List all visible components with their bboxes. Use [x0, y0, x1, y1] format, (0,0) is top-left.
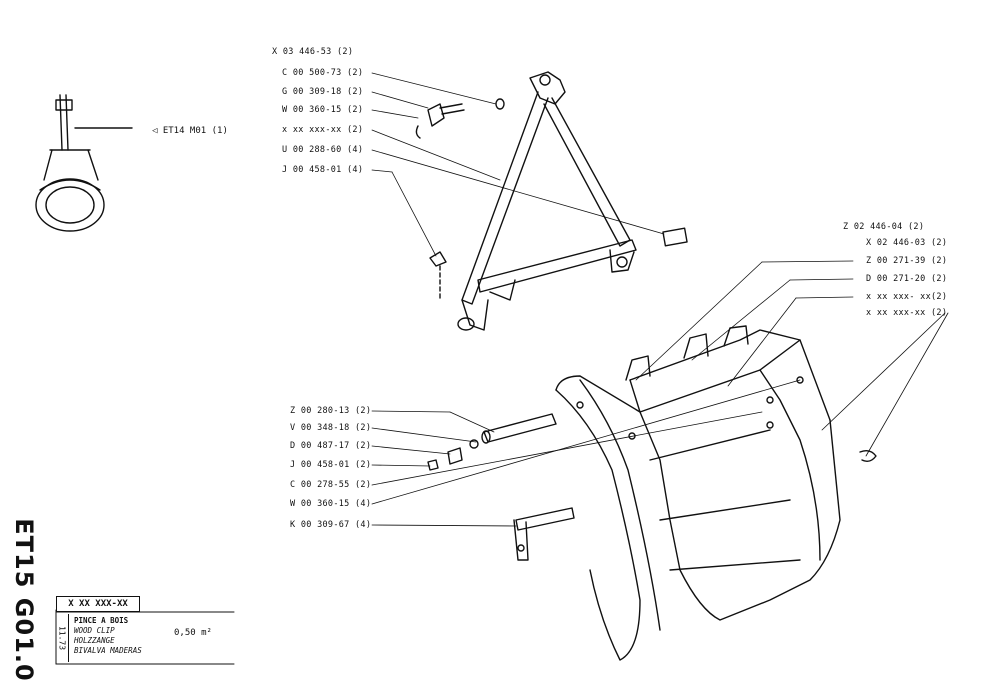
a-frame	[457, 71, 637, 331]
date-text: 11.73	[57, 625, 67, 651]
part-label: G 00 309-18 (2)	[282, 87, 364, 97]
part-label: X 02 446-03 (2)	[866, 238, 948, 248]
part-label: x xx xxx-xx (2)	[282, 125, 364, 135]
name-es: BIVALVA MADERAS	[74, 646, 142, 655]
frame-parts	[415, 98, 688, 299]
name-de: HOLZZANGE	[74, 636, 115, 645]
part-label: X 03 446-53 (2)	[272, 47, 354, 57]
part-label: J 00 458-01 (4)	[282, 165, 364, 175]
part-label: V 00 348-18 (2)	[290, 423, 372, 433]
part-label: W 00 360-15 (4)	[290, 499, 372, 509]
part-label: C 00 500-73 (2)	[282, 68, 364, 78]
sheet-code: ET15 G01.0	[4, 518, 44, 681]
part-label: D 00 487-17 (2)	[290, 441, 372, 451]
triangle-marker-icon: ◁	[152, 126, 158, 136]
part-label: Z 00 280-13 (2)	[290, 406, 372, 416]
part-label: x xx xxx-xx (2)	[866, 308, 948, 318]
part-label: J 00 458-01 (2)	[290, 460, 372, 470]
volume-value: 0,50 m²	[174, 628, 212, 638]
reference-text: ET14 M01 (1)	[162, 126, 228, 136]
name-fr: PINCE A BOIS	[74, 616, 129, 625]
overview-reference: ◁ ET14 M01 (1)	[152, 126, 228, 136]
title-block: X XX XXX-XX 11.73 PINCE A BOIS WOOD CLIP…	[56, 596, 234, 664]
title-block-frame	[55, 609, 235, 665]
part-label: C 00 278-55 (2)	[290, 480, 372, 490]
sheet-code-text: ET15 G01.0	[10, 518, 38, 682]
clamshell-bucket	[555, 325, 877, 661]
part-label: K 00 309-67 (4)	[290, 520, 372, 530]
part-label: U 00 288-60 (4)	[282, 145, 364, 155]
part-label: D 00 271-20 (2)	[866, 274, 948, 284]
part-label: Z 02 446-04 (2)	[843, 222, 925, 232]
part-code-box: X XX XXX-XX	[56, 596, 140, 612]
part-names: PINCE A BOIS WOOD CLIP HOLZZANGE BIVALVA…	[74, 616, 142, 656]
pins-fasteners	[427, 413, 575, 561]
date-cell: 11.73	[56, 614, 69, 662]
part-label: x xx xxx- xx(2)	[866, 292, 948, 302]
name-en: WOOD CLIP	[74, 626, 115, 635]
part-label: W 00 360-15 (2)	[282, 105, 364, 115]
overview-thumbnail	[35, 94, 133, 232]
part-label: Z 00 271-39 (2)	[866, 256, 948, 266]
leader-lines	[371, 72, 949, 527]
